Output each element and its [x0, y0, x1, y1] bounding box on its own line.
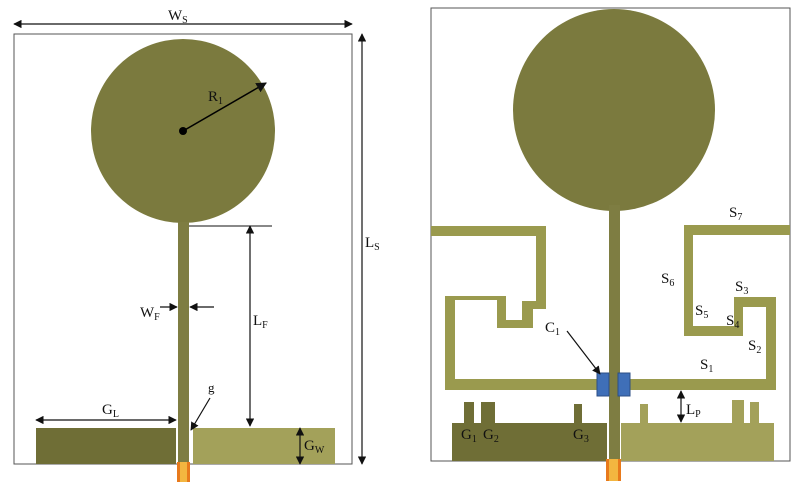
label-r1: R1	[208, 89, 223, 107]
label-s2: S2	[748, 338, 761, 356]
label-s7: S7	[729, 205, 742, 223]
left-antenna-diagram: WS LS R1 WF LF GL GW g	[13, 8, 380, 482]
label-c1: C1	[545, 320, 560, 338]
label-lf: LF	[253, 313, 268, 331]
label-s5: S5	[695, 303, 708, 321]
right-meander-resonator	[624, 225, 790, 390]
g-pointer	[190, 397, 211, 431]
right-stub-2	[732, 400, 744, 424]
right-stub-1	[640, 404, 648, 424]
right-port-inner	[609, 459, 618, 481]
label-g2: G2	[483, 427, 499, 445]
label-wf: WF	[140, 305, 160, 323]
stub-g3	[574, 404, 582, 424]
stub-g2	[481, 402, 495, 424]
capacitor-left	[596, 372, 610, 397]
label-lp: LP	[686, 402, 701, 420]
right-stub-3	[750, 402, 759, 424]
right-antenna-diagram: C1 S1 S2 S3 S4 S5 S6 S7 LP G1 G2 G3	[430, 7, 791, 481]
stub-g1	[464, 402, 474, 424]
label-g3: G3	[573, 427, 589, 445]
right-radiating-patch	[513, 9, 715, 211]
right-feed-line	[609, 205, 620, 461]
right-ground-right	[621, 423, 774, 461]
label-gl: GL	[102, 402, 119, 420]
left-ground-right	[193, 428, 335, 464]
label-s4: S4	[726, 313, 739, 331]
r1-arrow	[182, 82, 267, 132]
left-ground-left	[36, 428, 176, 464]
label-s3: S3	[735, 279, 748, 297]
label-ls: LS	[365, 235, 380, 253]
label-ws: WS	[168, 8, 188, 26]
right-ground-left	[452, 423, 607, 461]
capacitor-right	[617, 372, 631, 397]
label-s6: S6	[661, 271, 674, 289]
label-s1: S1	[700, 357, 713, 375]
label-g1: G1	[461, 427, 477, 445]
label-g: g	[208, 380, 215, 395]
c1-pointer	[566, 330, 601, 375]
left-slot-resonator	[431, 226, 598, 390]
label-gw: GW	[304, 438, 325, 456]
left-feed-line	[178, 222, 189, 464]
left-port-inner	[180, 462, 187, 482]
